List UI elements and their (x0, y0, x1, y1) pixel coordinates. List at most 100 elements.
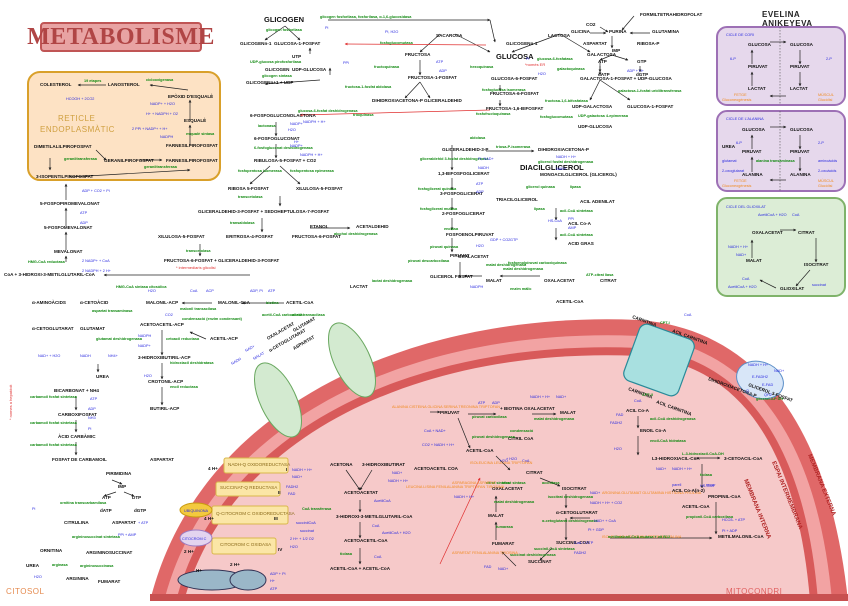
aa-metabolite: IMP (118, 484, 126, 489)
glycolysis-enzyme: enzim màlic (510, 287, 532, 291)
glycolysis-cofactor: GDP + CO2 (490, 238, 510, 242)
tca-cofactor: NAD+ + CoA (594, 519, 616, 523)
tca-cofactor: NADH + H+ (454, 495, 475, 499)
ppp-cofactor: NADPH + H+ (303, 120, 326, 124)
tca-metabolite: CITRIL CoA (508, 436, 534, 441)
glycolysis-enzyme: fosfoglicerat mutasa (420, 207, 458, 211)
fas-cofactor: H2O (144, 374, 152, 378)
glycolysis-enzyme: acil-CoA sintetasa (560, 209, 594, 213)
beta-ox-cofactor: NAD+ (774, 369, 785, 373)
urea-cofactor: Pi (32, 507, 36, 511)
tca-enzyme: citrat sintasa (486, 481, 510, 485)
aa-cofactor: NH3 (88, 416, 96, 420)
purine-metabolite: PURINA (609, 29, 627, 34)
aa-metabolite: ASPARTAT (150, 457, 174, 462)
ketone-metabolite: 3-HIDROXI-3-METILGLUTARIL-CoA (336, 514, 413, 519)
alanine-title: CICLE DE L'ALANINA (726, 117, 764, 121)
glycolysis-enzyme: triosa-P-isomerasa (496, 145, 531, 149)
glycolysis-enzyme: piruvat descarboxilasa (408, 259, 450, 263)
sugar-enzyme: glucosa-6-fosfatasa (537, 57, 574, 61)
mevalonate-metabolite: 5-FOSFOMEVALONAT (44, 225, 93, 230)
glycogen-enzyme: UDP-glucosa pirofosforilasa (250, 60, 302, 64)
er-metabolite: FARNESILPIROFOSFAT (166, 143, 218, 148)
aa-cofactor: ADP (88, 407, 96, 411)
glycolysis-enzyme: glicerol quinasa (526, 185, 556, 189)
alanine-right-metabolite: GLUCOSA (790, 127, 814, 132)
proton-label: 2 H+ (184, 549, 194, 554)
reaction-arrow (111, 479, 123, 485)
urea-metabolite: ORNITINA (40, 548, 63, 553)
etc-cofactor: NADH + H+ (292, 468, 313, 472)
cori-right-metabolite: GLUCOSA (790, 42, 814, 47)
urea-cofactor: H2O (34, 575, 42, 579)
glycolysis-metabolite: OXALACETAT (544, 278, 575, 283)
glyoxylate-cofactor: CoA (792, 213, 800, 217)
reaction-arrow (457, 417, 471, 449)
fas-enzyme: hidroxiacil deshidratasa (170, 361, 214, 365)
tca-enzyme: malat deshidrogenasa (494, 500, 535, 504)
glycolysis-cofactor: H2O (476, 244, 484, 248)
glyoxylate-cofactor: AcetilCoA + H2O (758, 213, 787, 217)
sugar-enzyme: fosfoglucomutasa (540, 115, 574, 119)
ppp-metabolite: FRUCTOSA-6-FOSFAT + GLICERALDEHID-3-FOSF… (164, 258, 279, 263)
er-metabolite: LANOSTEROL (108, 82, 140, 87)
glycogen-cofactor: Pi, H2O (385, 30, 398, 34)
sugar-enzyme: fructosa-1,6-bifosfatasa (545, 99, 589, 103)
ppp-cofactor: NADP+ (290, 144, 304, 148)
reaction-arrow (495, 455, 511, 471)
glycolysis-enzyme: fosfoenolpiruvat carboxiquinasa (508, 261, 568, 265)
glycogen-enzyme: glicogen sintasa (262, 74, 293, 78)
glyoxylate-cofactor: NADH + H+ (728, 245, 749, 249)
mevalonate-cofactor: ADP + CO2 + Pi (82, 189, 110, 193)
glyoxylate-cofactor: CoA (742, 277, 750, 281)
purine-metabolite: ASPARTAT (583, 41, 607, 46)
purine-metabolite: FORMILTETRAHIDROFOLAT (640, 12, 703, 17)
glycolysis-metabolite: 2-FOSFOGLICERAT (442, 211, 485, 216)
reaction-arrow (539, 547, 553, 561)
aa-metabolite: ÀCID CARBÀMIC (58, 433, 96, 439)
sugar-enzyme: fosfoglucomutasa (380, 41, 414, 45)
tca-metabolite: CITRAT (526, 470, 543, 475)
urea-enzyme: arginasa (52, 563, 69, 567)
glycogen-metabolite: GLICOGEN (264, 15, 304, 24)
beta-ox-enzyme: tiolasa (700, 473, 713, 477)
glycolysis-enzyme: fosfoglicerat quinasa (418, 187, 457, 191)
sugar-enzyme: fosfofructoquinasa (476, 112, 511, 116)
ppp-metabolite: RIBULOSA-5-FOSFAT + CO2 (254, 158, 317, 163)
fas-cofactor: ATP (268, 289, 276, 293)
alanine-cycle-box (716, 110, 846, 192)
beta-ox-metabolite: METILMALONIL-CoA (718, 534, 764, 539)
glycogen-metabolite: GLICOGENn-1 (240, 41, 272, 46)
glycolysis-enzyme: malat deshidrogenasa (503, 267, 544, 271)
ppp-enzyme: transcetolasa (238, 195, 263, 199)
etc-complex-name: Q-CITOCROM C OXIDOREDUCTASA (216, 511, 296, 516)
aa-metabolite: PIRIMIDINA (106, 471, 132, 476)
ketone-enzyme: tiolasa (340, 552, 353, 556)
reaction-arrow (404, 81, 421, 99)
fas-enzyme: biotina (266, 301, 279, 305)
glycolysis-metabolite: MONOACILGLICEROL (GLICEROL) (540, 172, 617, 177)
tca-cofactor: CoA + NAD+ (424, 429, 447, 433)
fas-cofactor: CoA (190, 289, 198, 293)
aa-enzyme: carbamoil fosfat sintetasa (30, 421, 78, 425)
beta-ox-cofactor: E-FAD (762, 383, 773, 387)
tca-cofactor: FAD (484, 565, 492, 569)
glycolysis-enzyme: piruvat quinasa (430, 245, 459, 249)
tca-enzyme: piruvat carboxilasa (472, 415, 507, 419)
ppp-metabolite: FRUCTOSA-6-FOSFAT (292, 234, 341, 239)
glycolysis-metabolite: GLICEROL FOSFAT (430, 274, 473, 279)
er-cofactor: HCOOH + 2CO2 (66, 97, 94, 101)
glyoxylate-cofactor: succinat (812, 283, 827, 287)
tca-cofactor: NADH + H+ + CO2 (590, 501, 622, 505)
etc-cofactor: ADP + Pi (270, 572, 286, 576)
beta-ox-enzyme: L-3-hidroxiacil-CoA-DH (682, 452, 724, 456)
beta-ox-cofactor: QH2 (764, 393, 772, 397)
fas-cofactor: ACP (206, 289, 214, 293)
er-cofactor: NADP+ + H2O (150, 102, 175, 106)
tca-enzyme: α-cetoglutarat deshidrogenasa (542, 519, 598, 523)
er-metabolite: FARNESILPIROFOSFAT (166, 158, 218, 163)
cori-title: CICLE DE CORI (726, 33, 754, 37)
tca-metabolite: SUCCINAT (528, 559, 552, 564)
aa-enzyme: carbamoil fosfat sintetasa (30, 443, 78, 447)
